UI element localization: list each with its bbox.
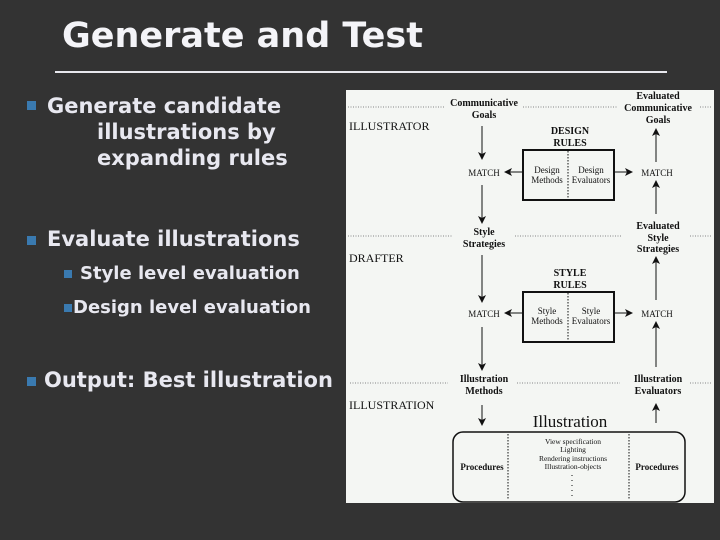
illustration-evaluators-label: Evaluators <box>635 386 682 397</box>
design-methods-label: Design <box>534 165 560 175</box>
layer-label-illustrator: ILLUSTRATOR <box>349 119 429 133</box>
illustration-evaluators-label: Illustration <box>634 374 683 385</box>
bullet-evaluate: Evaluate illustrations <box>47 227 300 251</box>
sub-bullet-design: Design level evaluation <box>73 297 311 318</box>
illustration-title: Illustration <box>533 412 608 431</box>
match-label: MATCH <box>468 168 500 178</box>
style-methods-label: Style <box>538 306 557 316</box>
bullet-icon <box>27 236 36 245</box>
evaluated-strategies-label: Evaluated <box>636 221 680 232</box>
procedures-left: Procedures <box>460 462 504 472</box>
illustration-item: Rendering instructions <box>539 454 607 463</box>
style-evaluators-label: Evaluators <box>572 316 611 326</box>
match-label: MATCH <box>468 309 500 319</box>
bullet-icon <box>27 101 36 110</box>
design-rules-title: DESIGN <box>551 126 590 137</box>
style-rules-title: STYLE <box>554 268 587 279</box>
flow-arrows <box>478 126 660 426</box>
bullet-line: expanding rules <box>97 146 288 170</box>
match-label: MATCH <box>641 309 673 319</box>
illustration-item: Illustration-objects <box>545 462 602 471</box>
illustration-item: Lighting <box>560 445 586 454</box>
evaluated-goals-label: Communicative <box>624 103 692 114</box>
style-rules-box <box>522 291 615 343</box>
bullet-line: illustrations by <box>97 120 276 144</box>
illustration-box <box>452 431 686 503</box>
design-evaluators-label: Design <box>578 165 604 175</box>
style-strategies-label: Style <box>473 227 495 238</box>
design-rules-title: RULES <box>553 138 587 149</box>
bullet-line: Generate candidate <box>47 94 282 118</box>
illustration-methods-label: Methods <box>465 386 502 397</box>
evaluated-strategies-label: Strategies <box>637 244 679 255</box>
layer-label-drafter: DRAFTER <box>349 251 404 265</box>
communicative-goals-label: Communicative <box>450 98 518 109</box>
match-label: MATCH <box>641 168 673 178</box>
bullet-output: Output: Best illustration <box>44 368 333 392</box>
title-divider <box>55 71 667 73</box>
layer-label-illustration: ILLUSTRATION <box>349 398 435 412</box>
style-rules-title: RULES <box>553 280 587 291</box>
communicative-goals-label: Goals <box>472 110 497 121</box>
style-strategies-label: Strategies <box>463 239 505 250</box>
illustration-methods-label: Illustration <box>460 374 509 385</box>
style-methods-label: Methods <box>531 316 563 326</box>
evaluated-goals-label: Evaluated <box>636 91 680 102</box>
diagram-background <box>346 90 714 503</box>
procedures-right: Procedures <box>635 462 679 472</box>
design-evaluators-label: Evaluators <box>572 175 611 185</box>
style-evaluators-label: Style <box>582 306 601 316</box>
evaluated-strategies-label: Style <box>647 233 669 244</box>
bullet-icon <box>64 304 72 312</box>
bullet-icon <box>27 377 36 386</box>
design-rules-box <box>522 149 615 201</box>
layer-separators <box>348 106 712 384</box>
bullet-icon <box>64 270 72 278</box>
slide-title: Generate and Test <box>62 16 423 56</box>
illustration-item: View specification <box>545 437 601 446</box>
bullet-generate: Generate candidate illustrations by expa… <box>47 93 288 171</box>
sub-bullet-style: Style level evaluation <box>80 263 300 284</box>
evaluated-goals-label: Goals <box>646 115 671 126</box>
design-methods-label: Methods <box>531 175 563 185</box>
